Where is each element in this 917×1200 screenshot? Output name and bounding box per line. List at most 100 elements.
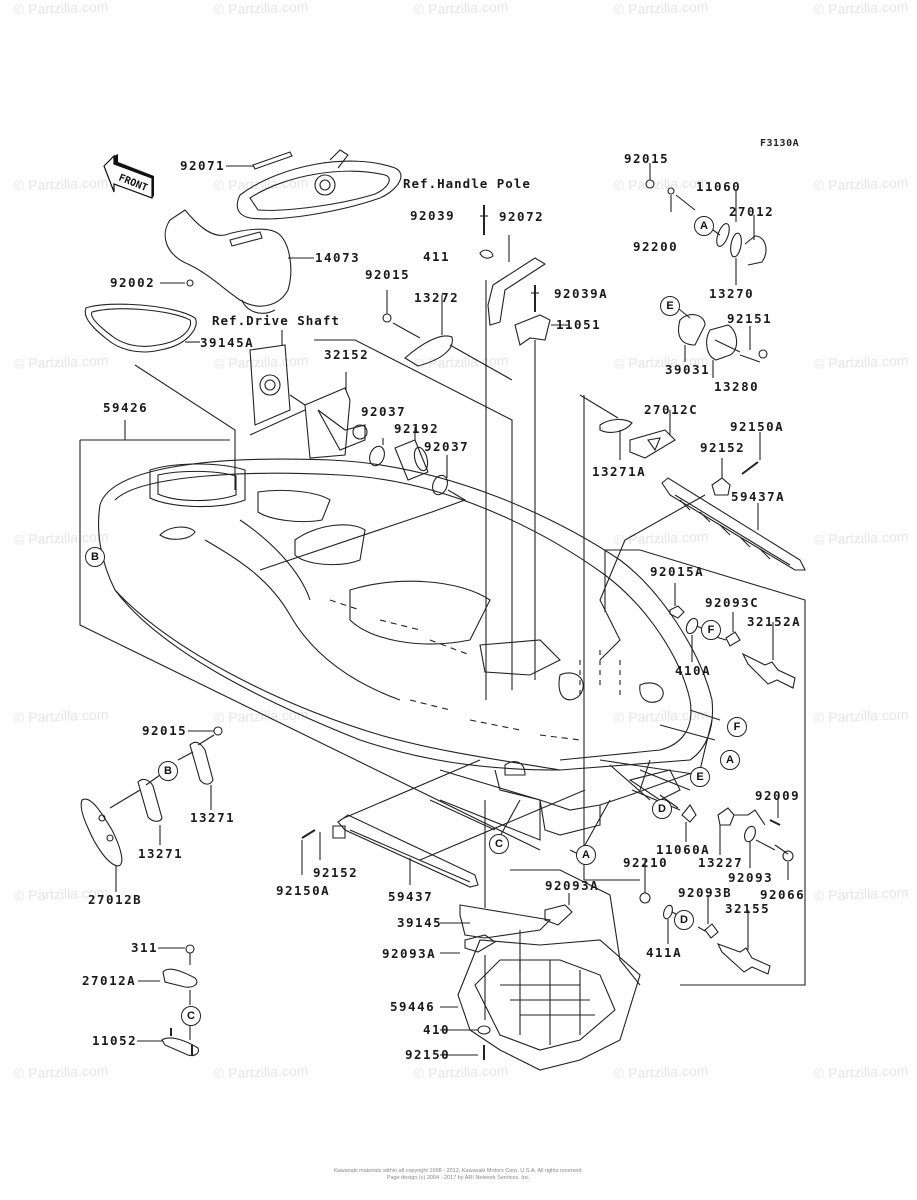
part-92093A-pad-a (464, 934, 497, 953)
callout-A: A (576, 845, 596, 865)
part-label-410[interactable]: 410 (423, 1022, 451, 1037)
part-13280-ring (706, 324, 738, 361)
part-label-311[interactable]: 311 (131, 940, 159, 955)
part-label-92200[interactable]: 92200 (633, 239, 679, 254)
part-label-92150[interactable]: 92150 (405, 1047, 451, 1062)
part-39031-cap (677, 314, 706, 346)
part-label-27012A[interactable]: 27012A (82, 973, 137, 988)
part-label-410A[interactable]: 410A (675, 663, 712, 678)
part-label-39145A[interactable]: 39145A (200, 335, 255, 350)
part-label-92066[interactable]: 92066 (760, 887, 806, 902)
part-label-39145[interactable]: 39145 (397, 915, 443, 930)
part-label-92002[interactable]: 92002 (110, 275, 156, 290)
part-label-13271[interactable]: 13271 (138, 846, 184, 861)
part-label-13280[interactable]: 13280 (714, 379, 760, 394)
part-13227 (717, 807, 735, 826)
part-label-92071[interactable]: 92071 (180, 158, 226, 173)
part-27012-ubolt (744, 235, 767, 266)
part-label-92093C[interactable]: 92093C (705, 595, 760, 610)
part-label-411A[interactable]: 411A (646, 945, 683, 960)
part-92037-clamp-b (432, 474, 448, 496)
part-11052-plate (161, 1037, 199, 1057)
part-label-92037[interactable]: 92037 (361, 404, 407, 419)
part-label-92093A[interactable]: 92093A (382, 946, 437, 961)
part-label-92037[interactable]: 92037 (424, 439, 470, 454)
part-11060A (681, 804, 697, 823)
part-32155 (716, 943, 771, 975)
part-label-92150A[interactable]: 92150A (730, 419, 785, 434)
part-label-92093A[interactable]: 92093A (545, 878, 600, 893)
part-label-92015[interactable]: 92015 (365, 267, 411, 282)
part-label-13270[interactable]: 13270 (709, 286, 755, 301)
part-27012A-plate (162, 968, 198, 988)
part-label-39031[interactable]: 39031 (665, 362, 711, 377)
part-label-11051[interactable]: 11051 (556, 317, 602, 332)
ref-handle-pole: Ref.Handle Pole (403, 176, 531, 191)
part-13271A (599, 418, 633, 433)
copyright-line-1: Kawasaki materials within all copyright … (334, 1168, 583, 1174)
part-label-92152[interactable]: 92152 (313, 865, 359, 880)
part-label-27012[interactable]: 27012 (729, 204, 775, 219)
callout-F: F (727, 717, 747, 737)
part-label-27012C[interactable]: 27012C (644, 402, 699, 417)
part-label-59426[interactable]: 59426 (103, 400, 149, 415)
part-92037-clamp-a (369, 445, 385, 467)
callout-E: E (690, 767, 710, 787)
part-label-92093[interactable]: 92093 (728, 870, 774, 885)
part-label-13271A[interactable]: 13271A (592, 464, 647, 479)
part-label-92210[interactable]: 92210 (623, 855, 669, 870)
callout-F: F (701, 620, 721, 640)
part-label-32152A[interactable]: 32152A (747, 614, 802, 629)
part-11060 (716, 223, 730, 247)
part-13272-plate (404, 335, 453, 367)
part-92071-strip (252, 151, 293, 170)
part-label-92009[interactable]: 92009 (755, 788, 801, 803)
part-label-14073[interactable]: 14073 (315, 250, 361, 265)
callout-C: C (489, 834, 509, 854)
part-label-32152[interactable]: 32152 (324, 347, 370, 362)
callout-E: E (660, 296, 680, 316)
part-label-92192[interactable]: 92192 (394, 421, 440, 436)
part-label-92150A[interactable]: 92150A (276, 883, 331, 898)
part-13271-plate-b (137, 778, 163, 822)
callout-A: A (720, 750, 740, 770)
handle-pole-plate (236, 160, 402, 220)
part-92072-bracket (487, 257, 547, 326)
part-label-92039[interactable]: 92039 (410, 208, 456, 223)
part-label-27012B[interactable]: 27012B (88, 892, 143, 907)
part-13271-plate-a (189, 741, 214, 785)
part-label-92015[interactable]: 92015 (142, 723, 188, 738)
part-label-92015[interactable]: 92015 (624, 151, 670, 166)
part-label-59446[interactable]: 59446 (390, 999, 436, 1014)
part-label-11060A[interactable]: 11060A (656, 842, 711, 857)
callout-A: A (694, 216, 714, 236)
part-13270 (730, 232, 742, 258)
part-label-92039A[interactable]: 92039A (554, 286, 609, 301)
part-label-92152[interactable]: 92152 (700, 440, 746, 455)
part-14073-cover (164, 209, 292, 307)
part-label-13272[interactable]: 13272 (414, 290, 460, 305)
part-label-92072[interactable]: 92072 (499, 209, 545, 224)
part-label-32155[interactable]: 32155 (725, 901, 771, 916)
part-32152A (741, 652, 796, 689)
part-39145A-gasket (84, 303, 197, 353)
part-label-11060[interactable]: 11060 (696, 179, 742, 194)
part-label-59437A[interactable]: 59437A (731, 489, 786, 504)
part-label-13227[interactable]: 13227 (698, 855, 744, 870)
callout-B: B (85, 547, 105, 567)
part-59437A-rail (661, 477, 806, 571)
part-label-92015A[interactable]: 92015A (650, 564, 705, 579)
part-label-411[interactable]: 411 (423, 249, 451, 264)
part-label-11052[interactable]: 11052 (92, 1033, 138, 1048)
part-label-92093B[interactable]: 92093B (678, 885, 733, 900)
part-label-13271[interactable]: 13271 (190, 810, 236, 825)
callout-D: D (652, 799, 672, 819)
callout-D: D (674, 910, 694, 930)
hull-59426 (98, 458, 714, 771)
part-label-59437[interactable]: 59437 (388, 889, 434, 904)
part-32152 (304, 387, 351, 459)
part-label-92151[interactable]: 92151 (727, 311, 773, 326)
part-92192-hose (394, 439, 429, 481)
